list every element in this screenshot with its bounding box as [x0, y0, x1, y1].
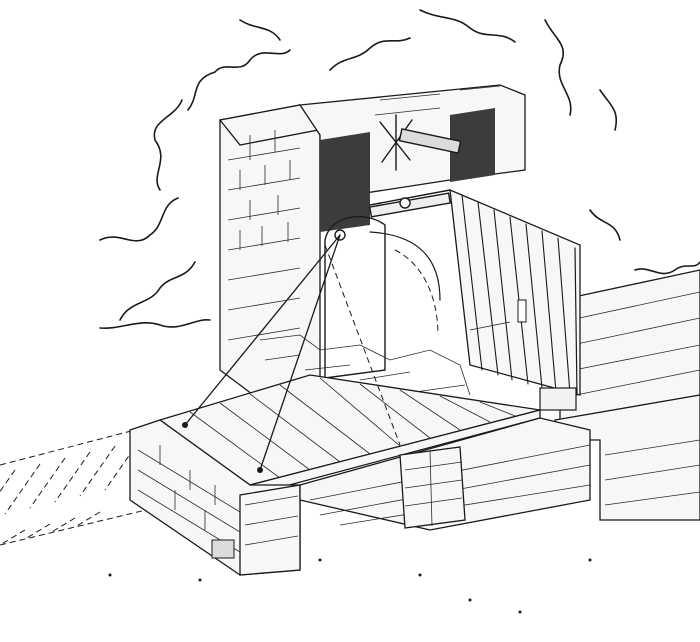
ground-specks — [108, 558, 592, 614]
windlass — [334, 114, 462, 241]
pulley-chains — [182, 234, 401, 473]
inner-rubble — [259, 321, 511, 396]
inner-abutment — [299, 417, 591, 531]
ruined-wall-outline — [99, 9, 700, 329]
left-recess — [320, 132, 370, 232]
portcullis-gate — [449, 188, 581, 411]
right-recess — [450, 108, 495, 182]
bridge-abutment — [129, 419, 301, 576]
